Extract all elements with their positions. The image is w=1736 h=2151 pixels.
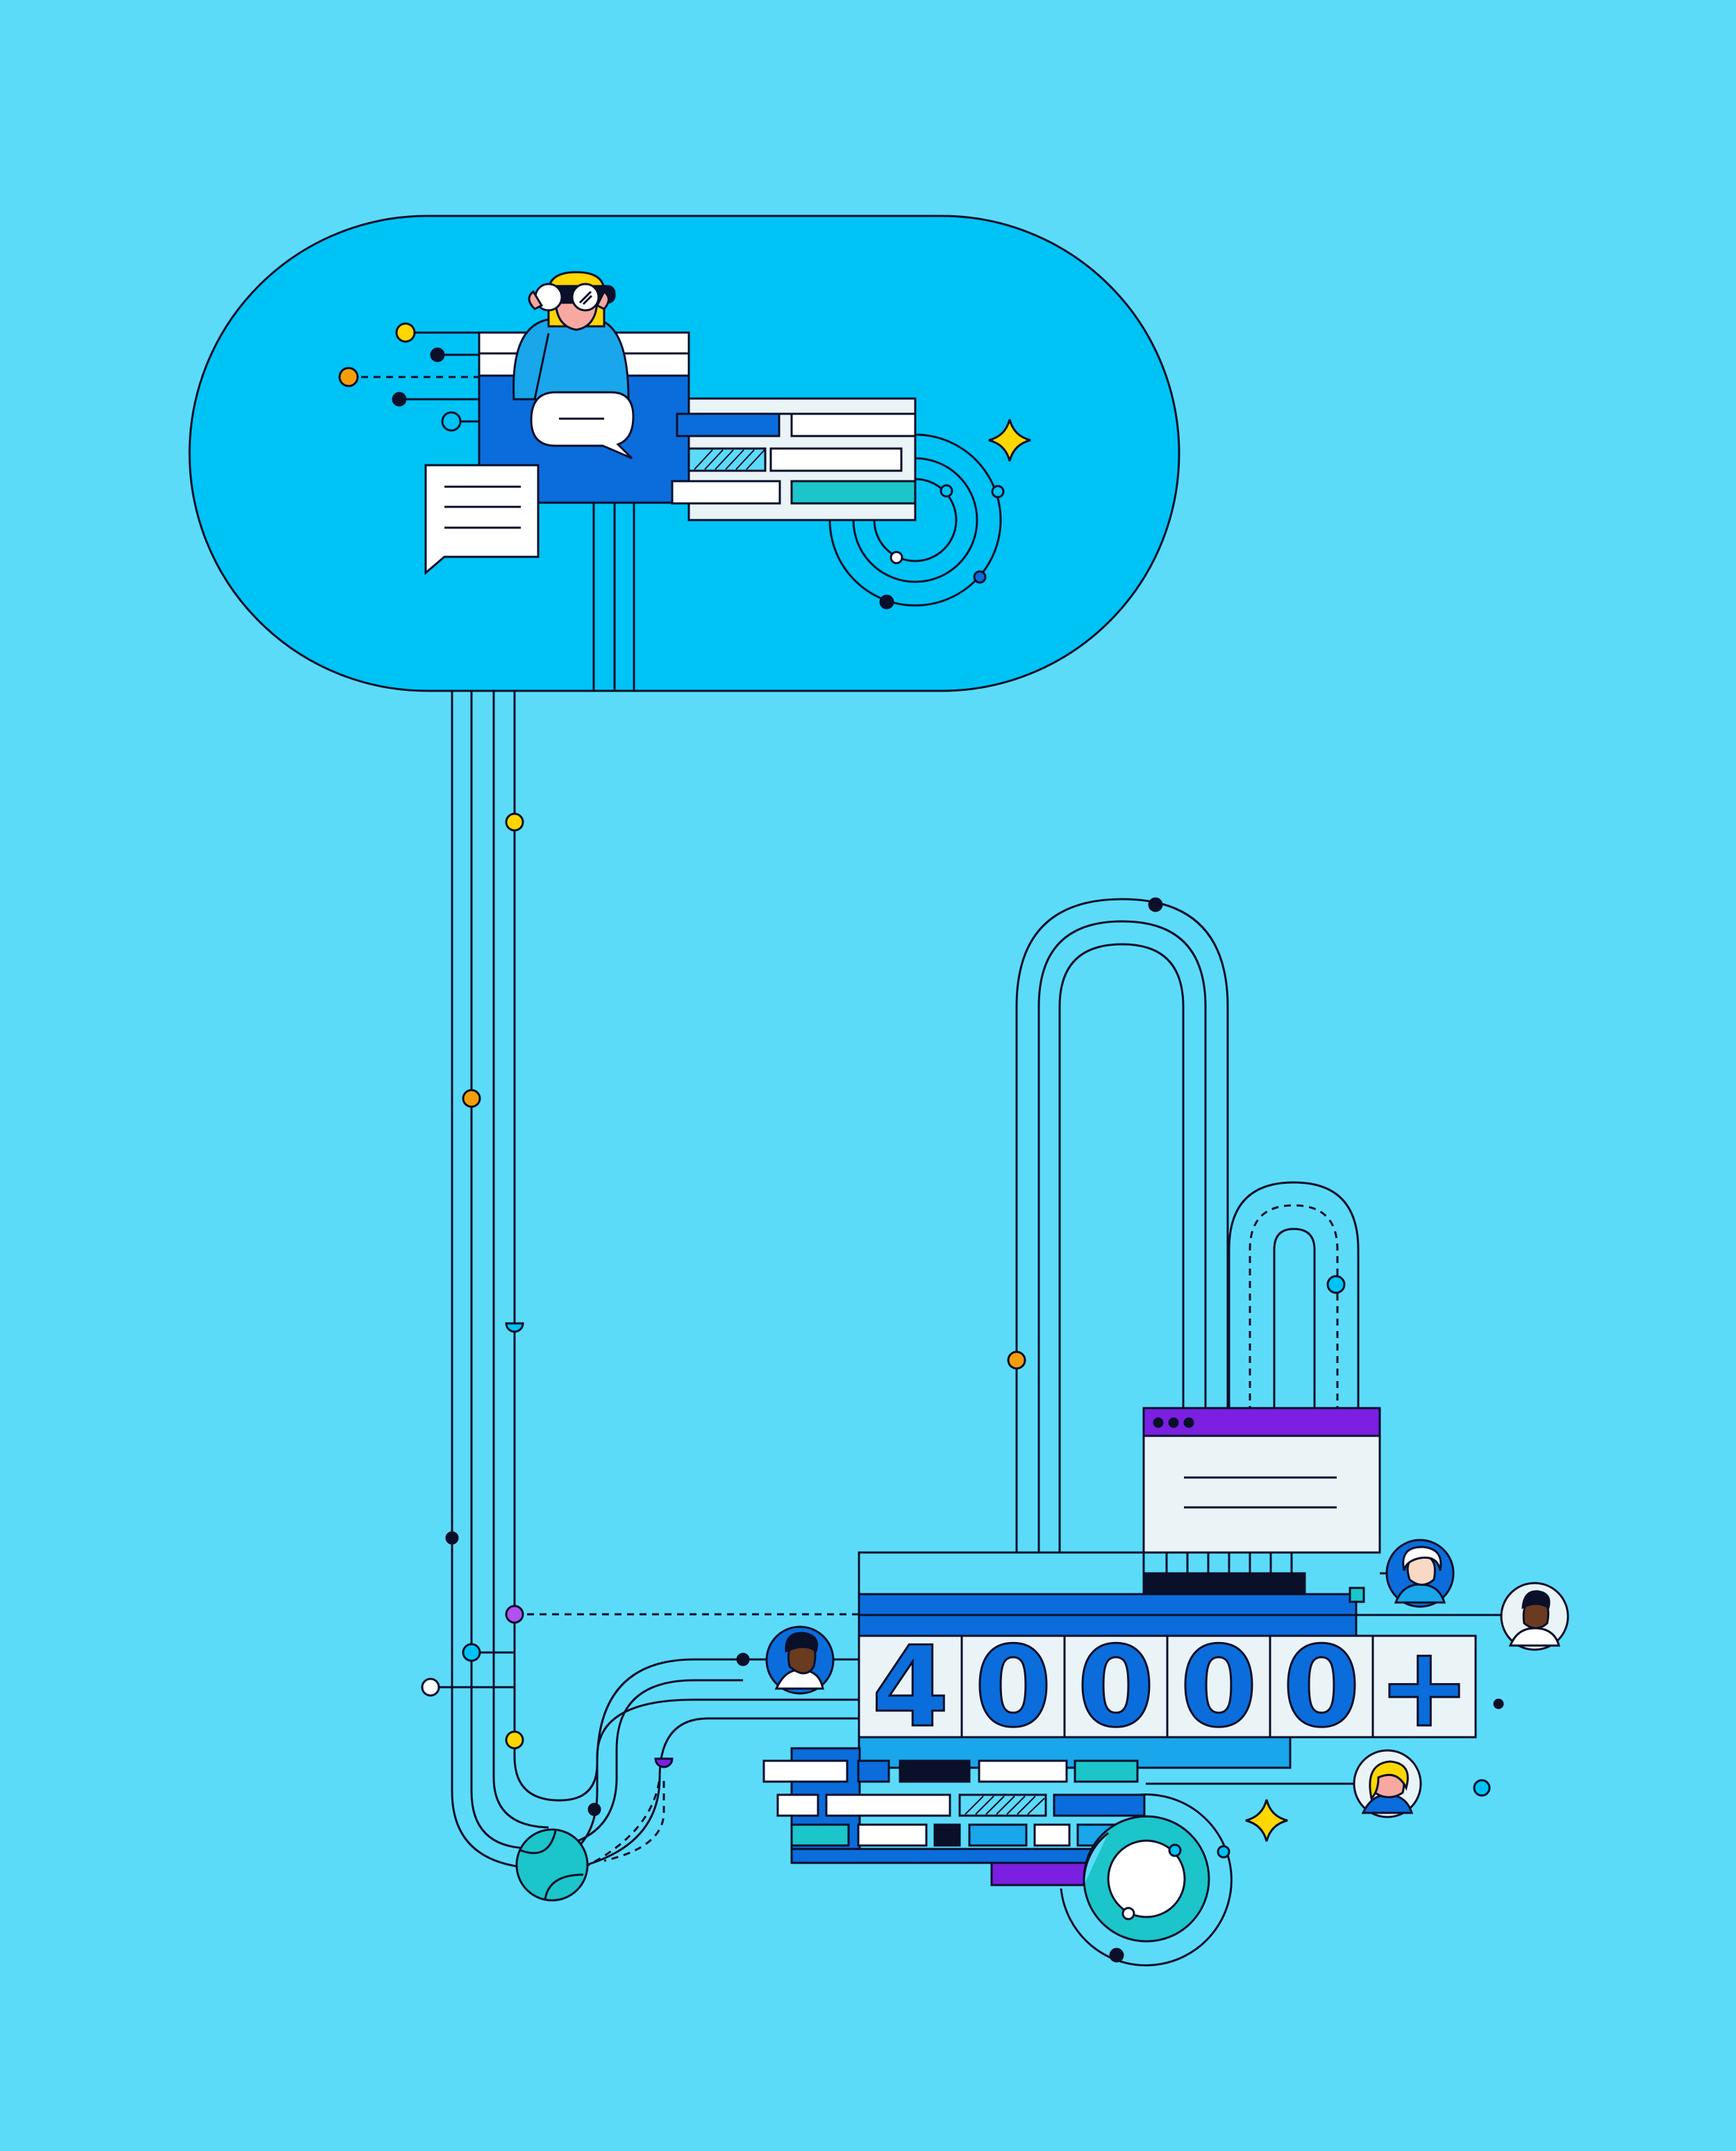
left-connector-dots xyxy=(421,812,750,1816)
speech-bubble-icon xyxy=(530,391,635,460)
globe-icon xyxy=(515,1828,589,1902)
browser-window-icon xyxy=(1142,1407,1381,1554)
bottom-ring xyxy=(1060,1793,1233,1967)
sparkle-icon xyxy=(988,419,1031,462)
right-loose-dots xyxy=(1473,1698,1504,1797)
right-arch-lines xyxy=(1015,898,1360,1552)
capsule-leader-dots xyxy=(338,322,462,432)
avatar-left xyxy=(765,1625,835,1695)
avatar-right xyxy=(1500,1582,1569,1651)
binoculars-person-icon xyxy=(512,271,630,401)
capsule-orbit-dots xyxy=(879,484,1005,610)
counter-digit-2: 0 xyxy=(974,1622,1051,1752)
avatar-top-right xyxy=(1385,1539,1455,1608)
form-card xyxy=(671,397,917,521)
counter-digit-1: 4 xyxy=(871,1622,949,1752)
capsule-connector-lines xyxy=(592,500,635,691)
counter-display xyxy=(858,1634,1477,1739)
counter-digit-4: 0 xyxy=(1180,1622,1257,1752)
counter-digit-5: 0 xyxy=(1283,1622,1360,1752)
document-icon xyxy=(424,464,540,576)
counter-plus: + xyxy=(1378,1622,1471,1752)
avatar-bottom-right xyxy=(1353,1749,1422,1818)
counter-digit-3: 0 xyxy=(1077,1622,1154,1752)
counter-top-bands xyxy=(858,1551,1365,1637)
right-arch-dots xyxy=(1007,897,1346,1370)
counter-digits: 4 0 0 0 0 + xyxy=(871,1621,1472,1753)
browser-connector-pins xyxy=(1142,1552,1306,1597)
sparkle-icon-small xyxy=(1245,1799,1288,1842)
